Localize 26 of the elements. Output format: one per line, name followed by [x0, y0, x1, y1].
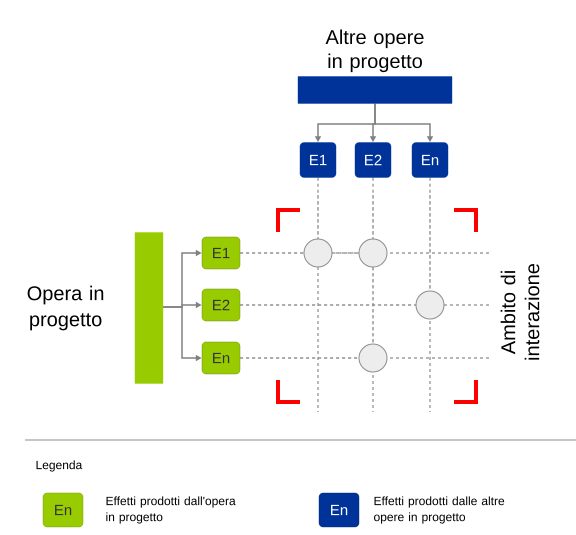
- effect-box: En: [202, 342, 240, 374]
- bar: Opera in progetto: [28, 232, 164, 384]
- dashed-line: [332, 252, 358, 254]
- effect-box: E1: [202, 236, 240, 270]
- legend-text: Effetti prodotti dall'opera in progetto: [106, 496, 236, 524]
- dashed-line: [317, 178, 319, 238]
- region-label: Ambito di interazione: [500, 264, 540, 360]
- interaction-circle: [304, 238, 332, 268]
- effect-box: E1: [300, 142, 336, 178]
- interaction-circle: [416, 290, 444, 320]
- dashed-line: [372, 178, 374, 238]
- effect-box: E2: [354, 142, 392, 178]
- legend-title: Legenda: [36, 460, 82, 472]
- effect-box: En: [412, 142, 448, 178]
- node-label: Opera in progetto: [28, 286, 104, 330]
- bar: Altre opere in progetto: [298, 29, 452, 104]
- effect-box: E2: [202, 288, 240, 322]
- dashed-line: [372, 268, 374, 344]
- legend-text: Effetti prodotti dalle altre opere in progetto: [374, 496, 504, 524]
- node-label: Altre opere in progetto: [326, 29, 424, 72]
- dashed-line: [240, 357, 358, 359]
- dashed-line: [240, 252, 304, 254]
- dashed-line: [240, 304, 416, 306]
- interaction-circle: [358, 344, 388, 372]
- interaction-circle: [358, 238, 388, 268]
- dashed-line: [429, 178, 431, 290]
